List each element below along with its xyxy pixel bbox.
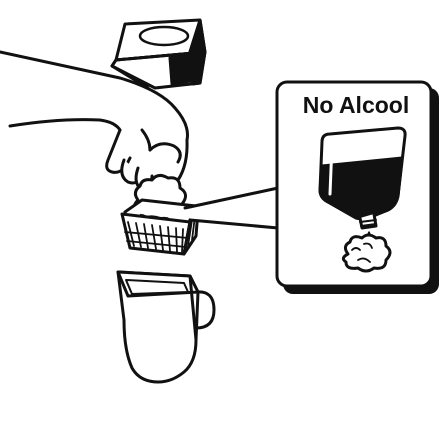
callout-title: No Alcool — [286, 92, 426, 119]
container-icon — [118, 272, 214, 382]
cap-icon — [112, 20, 205, 88]
callout-cotton-icon — [343, 235, 390, 271]
callout-pointer — [185, 188, 278, 228]
